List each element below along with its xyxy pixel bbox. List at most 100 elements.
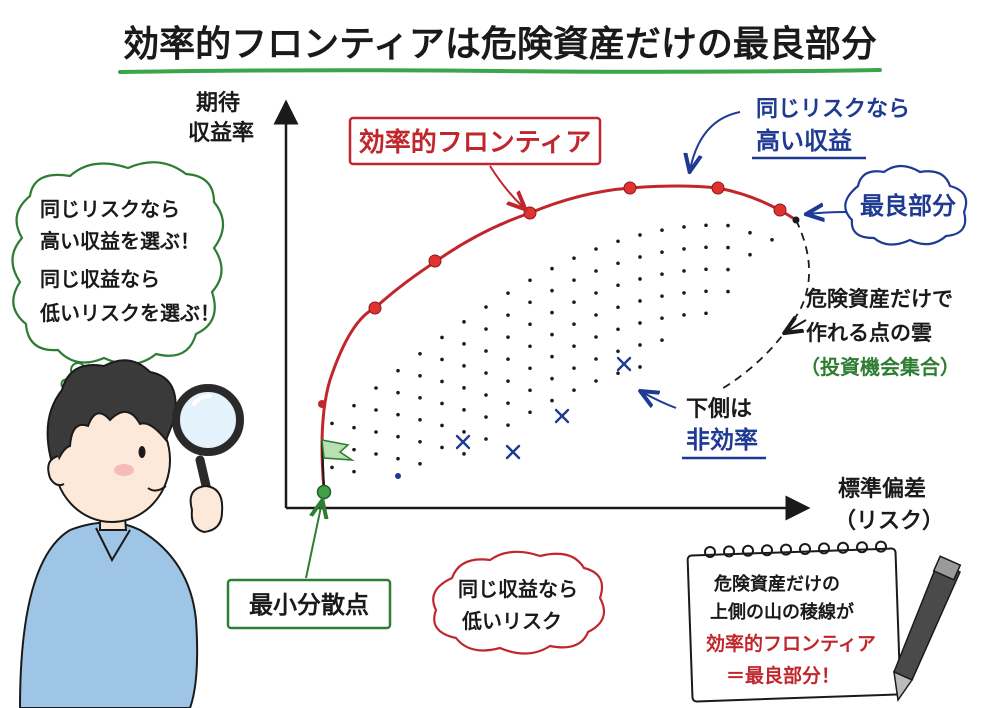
opportunity-dot (484, 437, 488, 441)
opportunity-dot (616, 283, 620, 288)
same-return-bubble (432, 550, 606, 655)
below-label-1: 下側は (686, 397, 752, 422)
single-asset-point (395, 473, 401, 479)
person-mouth (147, 485, 167, 492)
opportunity-set-boundary (719, 219, 810, 391)
opportunity-dot (462, 364, 466, 368)
opportunity-dot (594, 313, 598, 317)
page-title: 効率的フロンティアは危険資産だけの最良部分 (123, 24, 877, 65)
opportunity-dot (594, 269, 598, 273)
min-variance-label-box (226, 578, 392, 630)
pen-icon (893, 555, 962, 702)
opportunity-dot (506, 335, 510, 339)
opportunity-dot (572, 388, 576, 392)
opportunity-dot (550, 354, 554, 359)
opportunity-dot (418, 395, 422, 400)
opportunity-dot (726, 289, 730, 294)
opportunity-dot (462, 342, 466, 346)
opportunity-dot (550, 310, 554, 315)
x-axis-label-1: 標準偏差 (838, 476, 926, 502)
magnifier-glare (192, 394, 212, 406)
best-part-label: 最良部分 (860, 192, 956, 220)
opportunity-dot (594, 291, 598, 295)
inefficient-marks (455, 356, 632, 460)
opportunity-dot (572, 344, 576, 348)
y-axis-label-2: 収益率 (188, 120, 254, 146)
opportunity-dot (726, 223, 730, 228)
below-label-2: 非効率 (686, 426, 758, 454)
opportunity-dot (638, 343, 642, 347)
opportunity-dot (396, 434, 400, 439)
frontier-end-point (792, 216, 800, 224)
frontier-point (711, 181, 725, 195)
thought-line-3: 同じ収益なら (40, 267, 160, 291)
below-arrow (642, 392, 677, 409)
opportunity-dot (374, 430, 378, 434)
person-collar (95, 527, 131, 563)
opportunity-dot (352, 447, 356, 452)
opportunity-dot (418, 461, 422, 466)
opportunity-dot (484, 415, 488, 419)
same-risk-label-1: 同じリスクなら (756, 97, 910, 122)
min-variance-arrow (305, 502, 322, 579)
person-eye (138, 446, 146, 458)
spiral-ring (780, 543, 792, 556)
opportunity-dot (638, 255, 642, 259)
opportunity-dot (484, 393, 488, 397)
person-ear (47, 455, 65, 487)
spiral-ring (837, 541, 849, 554)
opportunity-dot (374, 386, 378, 390)
frontier-point (623, 181, 637, 195)
opportunity-dot (462, 320, 466, 324)
min-variance-point-group (316, 439, 355, 500)
opportunity-dot (616, 261, 620, 266)
opportunity-dot (528, 366, 532, 371)
person-hair (46, 359, 177, 474)
opportunity-dot (440, 423, 444, 428)
opportunity-dot (330, 465, 334, 470)
opportunity-dot (572, 300, 576, 304)
same-return-label-1: 同じ収益なら (458, 577, 578, 601)
opportunity-dot (462, 452, 466, 456)
opportunity-dot (550, 376, 554, 381)
opportunity-dot (682, 313, 686, 317)
opportunity-dot (726, 267, 730, 272)
opportunity-dot (660, 338, 664, 342)
same-risk-label-2: 高い収益 (756, 127, 852, 155)
spiral-ring (818, 542, 830, 555)
thought-bubble (11, 161, 225, 366)
opportunity-dot (506, 379, 510, 383)
opportunity-dot (418, 351, 422, 356)
opportunity-dot (748, 252, 752, 257)
opportunity-dot (484, 371, 488, 375)
opportunity-dot (374, 408, 378, 412)
opportunity-dot (528, 322, 532, 327)
cloud-label-2: 作れる点の雲 (806, 321, 932, 345)
person-shirt (18, 521, 199, 708)
opportunity-dot (726, 245, 730, 250)
opportunity-dot (682, 225, 686, 229)
opportunity-dot (616, 239, 620, 244)
spiral-ring (799, 543, 811, 555)
opportunity-dot (704, 289, 708, 294)
notepad-spiral (704, 540, 887, 558)
frontier-label-box (348, 116, 602, 166)
opportunity-dot (638, 233, 642, 237)
opportunity-dot (594, 335, 598, 339)
person-hand (189, 484, 224, 534)
opportunity-dot (506, 401, 510, 405)
opportunity-dot (440, 401, 444, 406)
opportunity-dot (550, 332, 554, 337)
opportunity-dot (462, 386, 466, 390)
frontier-point (523, 206, 537, 220)
opportunity-dot (616, 327, 620, 332)
opportunity-dot (396, 412, 400, 417)
frontier-point (318, 400, 326, 408)
min-variance-label: 最小分散点 (249, 591, 369, 619)
chart-axes (273, 99, 811, 521)
inefficient-x-icon (616, 356, 632, 372)
notepad-line-4: ＝最良部分！ (726, 664, 840, 687)
opportunity-dot (484, 305, 488, 309)
inefficient-x-icon (554, 408, 570, 424)
opportunity-dot (572, 322, 576, 326)
